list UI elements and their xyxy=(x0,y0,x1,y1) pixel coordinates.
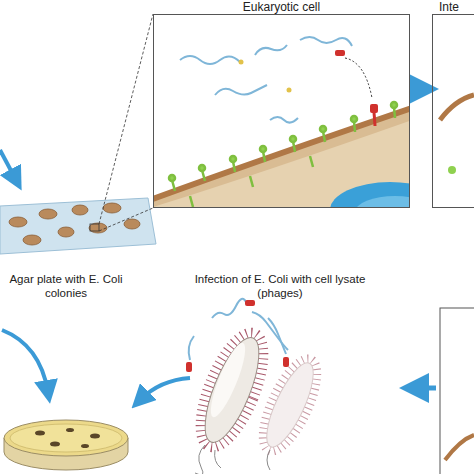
panel-heading: Eukaryotic cell xyxy=(154,0,409,14)
phages xyxy=(189,299,288,360)
cell-scene xyxy=(153,37,410,208)
flow-arrow xyxy=(412,87,424,92)
cell-membrane xyxy=(445,435,474,460)
cell-membrane xyxy=(440,95,474,120)
glass-slide xyxy=(0,198,156,254)
zoom-box xyxy=(90,224,99,231)
flow-arrow xyxy=(0,150,16,180)
e-coli-bacteria xyxy=(189,326,327,474)
phage-tips xyxy=(186,300,289,372)
flow-arrow xyxy=(414,386,436,391)
flow-arrow xyxy=(2,330,48,392)
petri-dish xyxy=(4,420,128,470)
panel-frame xyxy=(440,308,474,474)
step-label: Infection of E. Coli with cell lysate (p… xyxy=(192,272,368,300)
step-label: Agar plate with E. Coli colonies xyxy=(4,272,128,300)
zoom-lines xyxy=(99,14,153,231)
panel-box: Eukaryotic cell xyxy=(153,14,410,208)
cell-blobs xyxy=(9,203,140,245)
panel-heading: Inte xyxy=(439,0,474,14)
panel-box: Inte xyxy=(432,14,474,208)
flow-arrow xyxy=(140,378,190,400)
receptor xyxy=(448,166,456,174)
